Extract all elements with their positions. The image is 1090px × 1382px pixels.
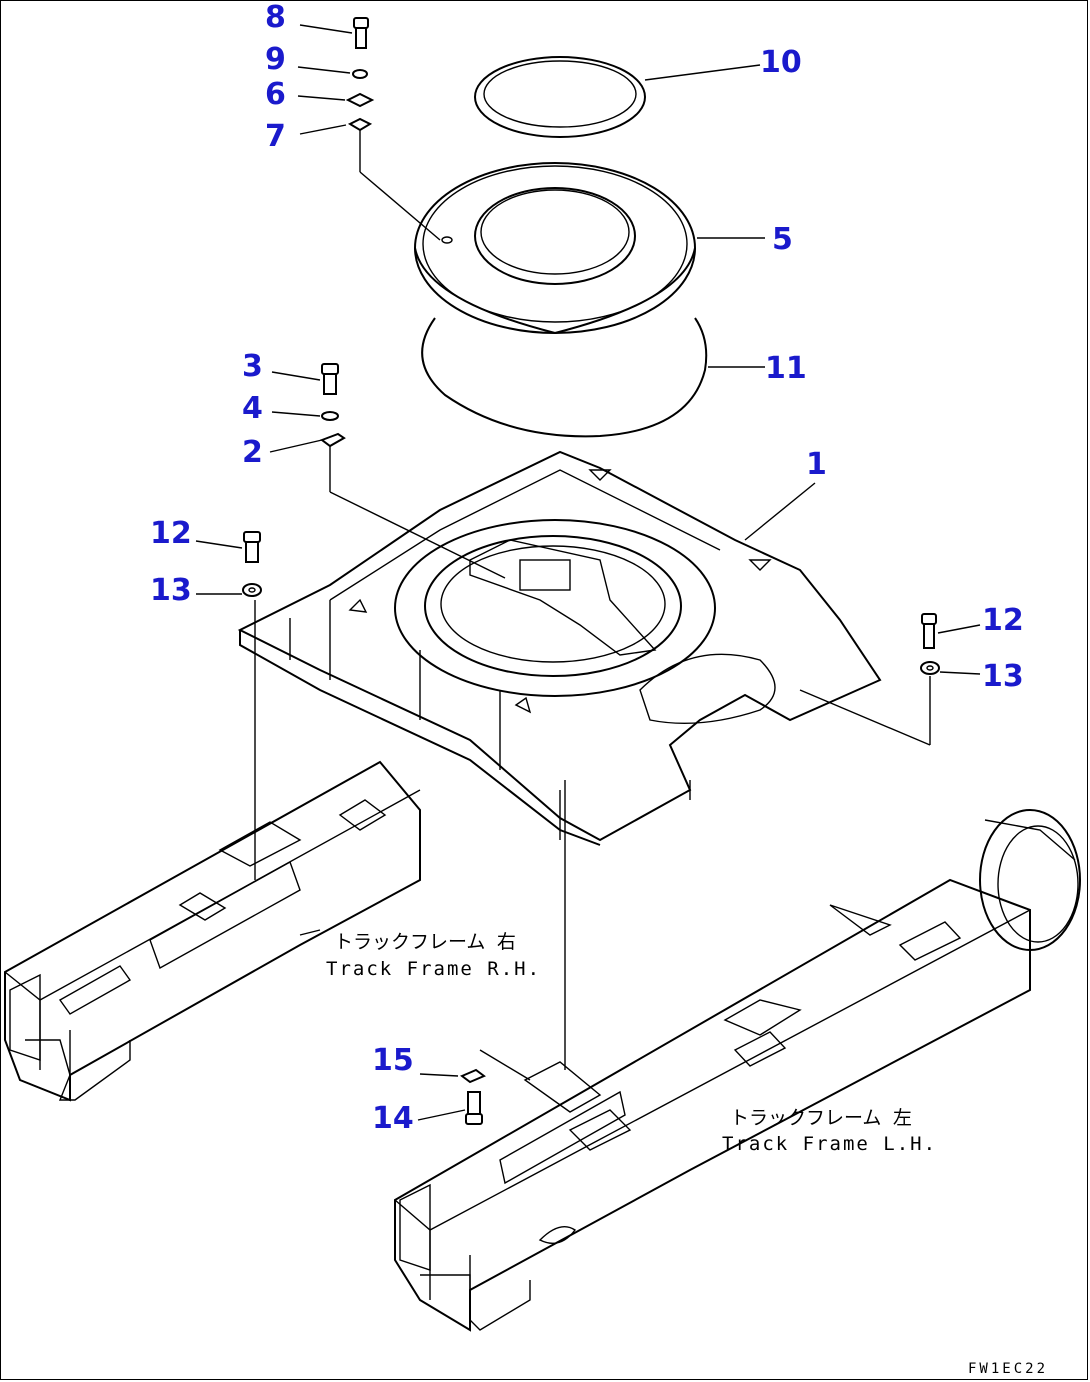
part-13-washer-left <box>196 583 262 880</box>
callout-9: 9 <box>265 42 286 77</box>
part-11-o-ring <box>421 317 765 438</box>
part-12-bolt-right <box>921 613 981 649</box>
callout-13-left: 13 <box>150 573 192 608</box>
callout-11: 11 <box>765 351 807 386</box>
callout-2: 2 <box>242 435 263 470</box>
label-track-frame-rh-en: Track Frame R.H. <box>326 958 541 980</box>
callout-12-left: 12 <box>150 516 192 551</box>
callout-1: 1 <box>806 447 827 482</box>
callout-6: 6 <box>265 77 286 112</box>
label-track-frame-lh-jp: トラックフレーム 左 <box>730 1107 912 1129</box>
label-track-frame-rh-jp: トラックフレーム 右 <box>334 931 516 953</box>
part-10-seal-ring <box>474 56 761 138</box>
label-track-frame-lh-en: Track Frame L.H. <box>722 1133 937 1155</box>
part-3-bolt <box>271 363 339 395</box>
callout-15: 15 <box>372 1043 414 1078</box>
part-8-bolt <box>299 17 369 49</box>
part-13-washer-right <box>799 661 981 746</box>
track-frame-rh <box>4 760 421 1102</box>
callout-4: 4 <box>242 391 263 426</box>
callout-14: 14 <box>372 1101 414 1136</box>
callout-3: 3 <box>242 349 263 384</box>
track-frame-lh <box>394 809 1081 1332</box>
part-14-bolt <box>417 780 566 1125</box>
part-5-swing-circle <box>414 162 765 335</box>
part-15-plate <box>419 1068 486 1084</box>
part-6-plate <box>297 92 375 108</box>
callout-7: 7 <box>265 119 286 154</box>
callout-13-right: 13 <box>982 659 1024 694</box>
callout-12-right: 12 <box>982 603 1024 638</box>
part-4-washer <box>271 411 339 421</box>
part-9-washer <box>297 66 368 79</box>
part-1-center-frame <box>237 450 882 846</box>
drawing-code: FW1EC22 <box>968 1361 1048 1377</box>
callout-5: 5 <box>772 222 793 257</box>
callout-8: 8 <box>265 0 286 35</box>
part-12-bolt-left <box>195 531 261 563</box>
callout-10: 10 <box>760 45 802 80</box>
part-7-plate <box>299 117 441 241</box>
part-2-plate <box>269 432 506 579</box>
